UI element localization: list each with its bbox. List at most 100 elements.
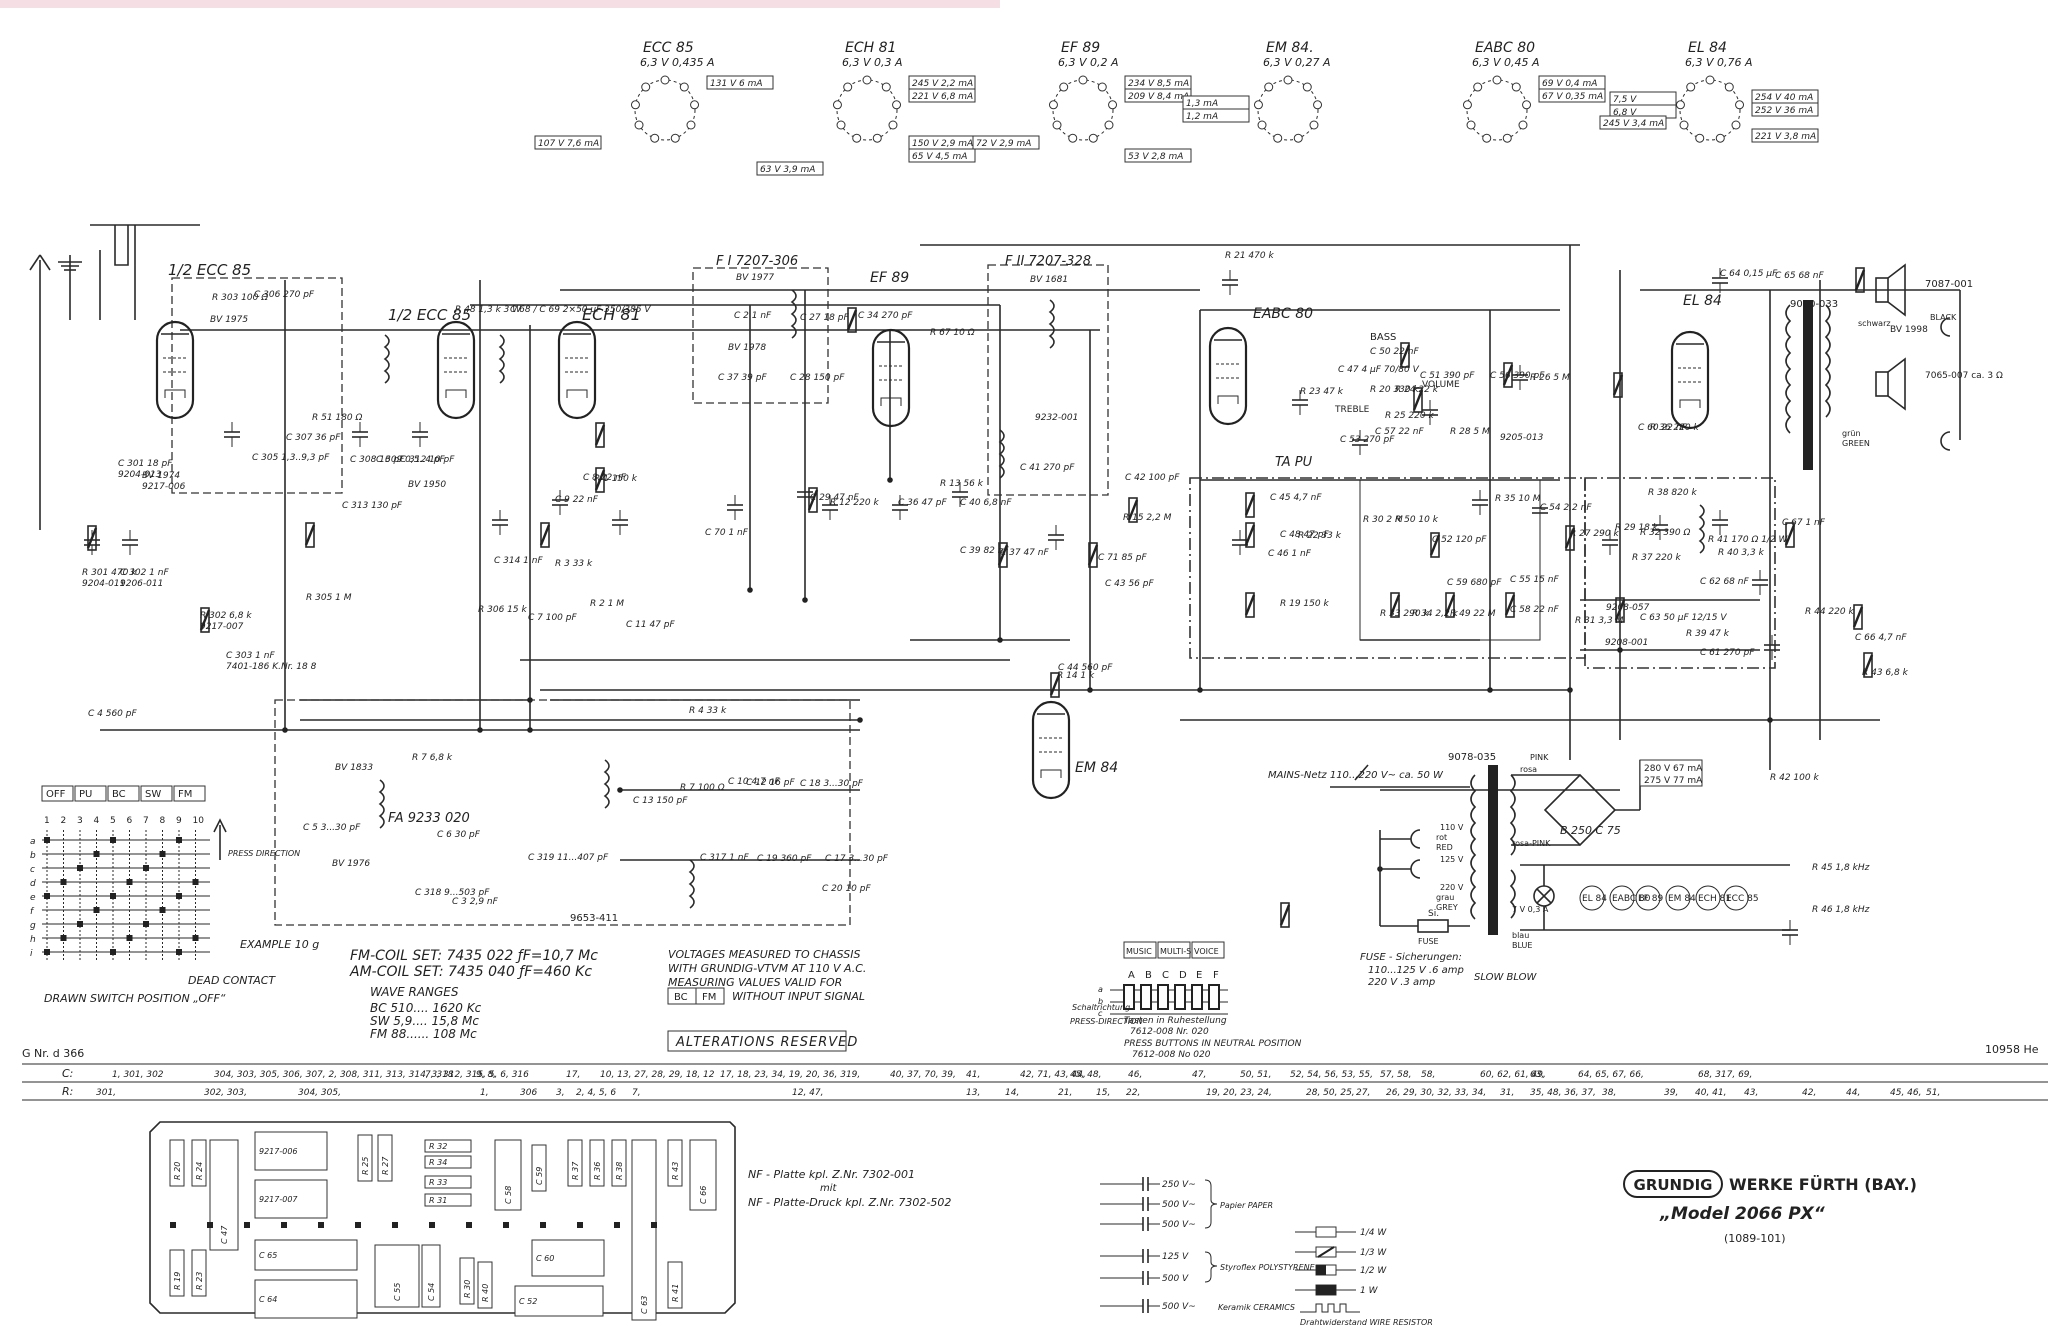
component-label: C 51 390 pF — [1420, 371, 1475, 381]
component-label: R 1 150 k — [594, 474, 638, 484]
index-r-2: 304, 305, — [298, 1088, 341, 1098]
tube-label-em84: EM 84 — [1075, 760, 1118, 776]
switch-row-3: d — [30, 879, 36, 889]
component-label: R 34 2,2 k — [1412, 609, 1459, 619]
component-label: BV 1976 — [332, 859, 370, 869]
cap-legend-paper: Papier PAPER — [1220, 1201, 1273, 1210]
component-label: 9204-011 — [82, 579, 125, 589]
switch-col-3: 4 — [94, 816, 100, 826]
pcb-part — [191, 1249, 207, 1297]
index-c-7: 40, 37, 70, 39, — [890, 1070, 956, 1080]
mains-transformer-label: 9078-035 — [1448, 752, 1496, 763]
component-label: C 10 4,7 nF — [728, 777, 780, 787]
board-id-label: 9653-411 — [570, 913, 618, 924]
socket-name-5: EL 84 — [1688, 40, 1727, 56]
component-label: C 39 82 nF — [960, 546, 1009, 556]
component-label: R 50 10 k — [1395, 515, 1439, 525]
index-c-1: 304, 303, 305, 306, 307, 2, 308, 311, 31… — [214, 1070, 529, 1080]
pcb-note-1b: mit — [820, 1183, 838, 1194]
index-r-8: 12, 47, — [792, 1088, 824, 1098]
pcb-part-label: 9217-006 — [259, 1147, 298, 1156]
component-label: R 13 56 k — [940, 479, 984, 489]
component-label: C 59 680 pF — [1447, 578, 1502, 588]
wave-range-fm: FM 88...... 108 Mc — [370, 1027, 477, 1041]
component-label: C 48 47 pF — [1280, 530, 1329, 540]
pcb-part — [424, 1155, 472, 1169]
tube-socket-icon — [634, 79, 696, 141]
index-c-2: 7, 318 — [425, 1070, 454, 1080]
wire-color-5: RED — [1436, 843, 1453, 852]
heater-icon — [1695, 885, 1721, 911]
switch-header-0: OFF — [46, 789, 66, 800]
pcb-note-2: NF - Platte-Druck kpl. Z.Nr. 7302-502 — [748, 1196, 951, 1209]
grundig-logo-icon — [1623, 1170, 1723, 1198]
cap-legend-styro: Styroflex POLYSTYRENE — [1220, 1263, 1316, 1272]
component-label: R 38 820 k — [1648, 488, 1697, 498]
component-label: R 22 33 k — [1298, 531, 1342, 541]
cap-legend-3: 125 V — [1162, 1252, 1189, 1262]
index-r-10: 14, — [1005, 1088, 1019, 1098]
component-label: BV 1974 — [142, 471, 180, 481]
pcb-part-label: C 60 — [536, 1254, 554, 1263]
model-label: „Model 2066 PX“ — [1659, 1204, 1826, 1224]
switch-row-4: e — [30, 893, 36, 903]
ef89-tube-icon — [871, 328, 911, 428]
cap-legend-2: 500 V~ — [1162, 1220, 1196, 1230]
component-label: C 37 39 pF — [718, 373, 767, 383]
component-label: R 303 100 Ω — [212, 293, 268, 303]
component-label: 9204-013 — [118, 470, 162, 480]
component-label: R 301 470 k — [82, 568, 137, 578]
measure-line-1: VOLTAGES MEASURED TO CHASSIS — [668, 948, 860, 961]
tone-row-2: c — [1098, 1009, 1103, 1018]
socket-reading-2-1: 209 V 8,4 mA — [1128, 92, 1189, 102]
socket-spec-5: 6,3 V 0,76 A — [1685, 56, 1753, 69]
pcb-part-label: R 24 — [195, 1162, 204, 1180]
socket-reading-5-3: 252 V 36 mA — [1755, 106, 1813, 116]
pcb-note-1: NF - Platte kpl. Z.Nr. 7302-001 — [748, 1168, 915, 1181]
pcb-part — [424, 1193, 472, 1207]
output-transformer-core-icon — [1803, 300, 1813, 470]
component-label: C 12 16 pF — [746, 778, 795, 788]
component-label: BV 1681 — [1030, 275, 1068, 285]
pcb-part-label: R 32 — [429, 1142, 447, 1151]
tube-socket-icon — [1679, 79, 1741, 141]
component-label: R 15 2,2 M — [1123, 513, 1172, 523]
component-label: C 57 22 nF — [1375, 427, 1424, 437]
switch-col-5: 6 — [127, 816, 133, 826]
index-c-9: 42, 71, 43, 44, — [1020, 1070, 1086, 1080]
switch-caption: DRAWN SWITCH POSITION „OFF“ — [44, 992, 226, 1005]
component-label: C 4 560 pF — [88, 709, 137, 719]
measure-line-3: MEASURING VALUES VALID FOR — [668, 976, 842, 989]
pcb-part — [611, 1139, 627, 1187]
fm-coil-set: FM-COIL SET: 7435 022 ƒF=10,7 Mc — [350, 948, 598, 964]
heater-label-0: EL 84 — [1582, 894, 1607, 904]
wire-color-notes: schwarz BLACK grün GREEN rot RED rosa PI… — [1418, 313, 1957, 950]
socket-name-3: EM 84. — [1266, 40, 1314, 56]
component-label: 9208-001 — [1605, 638, 1648, 648]
pcb-part — [424, 1175, 472, 1189]
cap-legend-1: 500 V~ — [1162, 1200, 1196, 1210]
index-r-27: 51, — [1926, 1088, 1940, 1098]
component-label: R 3 33 k — [555, 559, 593, 569]
wire-color-2: grün — [1842, 429, 1861, 438]
component-label: R 7 6,8 k — [412, 753, 453, 763]
index-r-13: 22, — [1126, 1088, 1140, 1098]
pcb-part — [477, 1261, 493, 1309]
component-label: C 65 68 nF — [1775, 271, 1824, 281]
index-c-14: 52, 54, 56, 53, 55, — [1290, 1070, 1373, 1080]
cap-legend-ceramic: Keramik CERAMICS — [1218, 1303, 1295, 1312]
pcb-part — [631, 1139, 657, 1321]
component-label: R 12 220 k — [830, 498, 879, 508]
component-label: C 11 47 pF — [626, 620, 675, 630]
model-code: (1089-101) — [1724, 1232, 1786, 1245]
treble-label: TREBLE — [1334, 405, 1370, 415]
component-label: C 18 3...30 pF — [800, 779, 864, 789]
index-r-23: 43, — [1744, 1088, 1758, 1098]
heater-label-4: ECH 81 — [1698, 894, 1731, 904]
pcb-part-label: R 37 — [571, 1161, 580, 1180]
component-label: C 9 22 nF — [555, 495, 599, 505]
